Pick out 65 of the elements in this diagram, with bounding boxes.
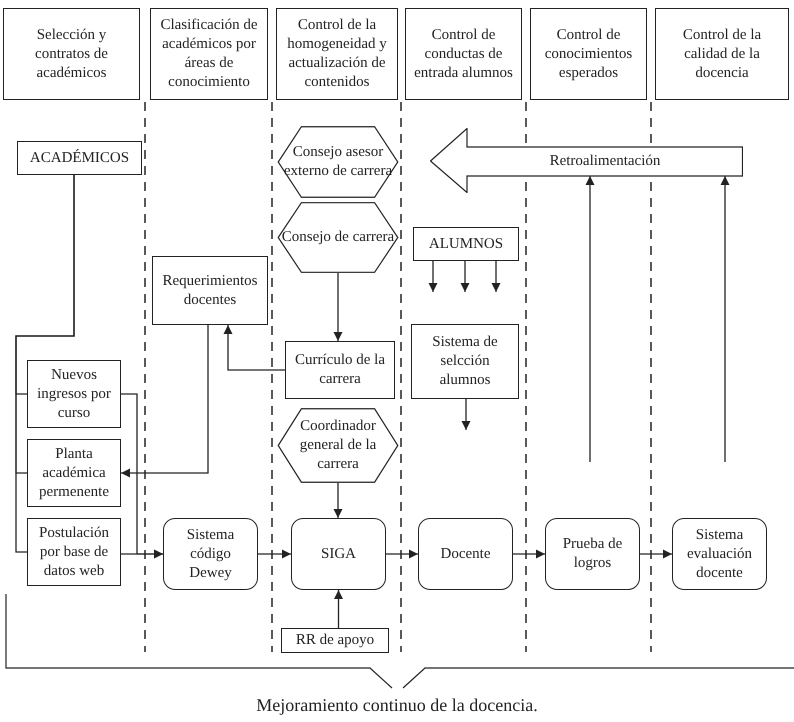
hexagon-box	[277, 126, 399, 198]
node-label: Docente	[440, 544, 490, 564]
node-label: Control de la homogeneidad y actualización de contenidos	[286, 16, 388, 92]
process-box	[27, 439, 121, 507]
node-label: Control de conocimientos esperados	[544, 26, 634, 82]
process-box	[655, 8, 789, 100]
node-label: Postulación por base de datos web	[38, 524, 110, 580]
process-box	[281, 628, 389, 653]
node-label: Currículo de la carrera	[294, 351, 386, 389]
arrow	[720, 176, 730, 462]
node-label: Retroalimentación	[550, 152, 660, 171]
arrow	[492, 261, 500, 292]
rounded-box	[291, 518, 386, 590]
arrow	[121, 550, 163, 558]
rounded-box	[163, 518, 258, 590]
node-label: ACADÉMICOS	[30, 148, 130, 168]
node-label: Clasificación de académicos por áreas de conocimiento	[159, 16, 259, 92]
arrow	[386, 550, 418, 558]
process-box	[405, 8, 522, 100]
process-box	[27, 518, 121, 586]
node-label: Planta académica permenente	[38, 444, 110, 502]
caption: Mejoramiento continuo de la docencia.	[255, 694, 539, 716]
hexagon-box	[277, 408, 399, 483]
node-label: ALUMNOS	[428, 234, 504, 254]
process-box	[285, 341, 395, 399]
node-label: Consejo de carrera	[282, 228, 394, 247]
node-label: Control de conductas de entrada alumnos	[413, 26, 514, 82]
process-box	[3, 8, 140, 100]
arrow	[121, 325, 209, 478]
node-label: RR de apoyo	[296, 631, 374, 650]
arrow	[428, 261, 438, 292]
node-label: Sistema de selcción alumnos	[431, 333, 499, 390]
hexagon-box	[277, 202, 399, 273]
arrow	[513, 550, 545, 558]
arrow	[640, 550, 672, 558]
arrow	[462, 399, 470, 430]
node-label: SIGA	[320, 544, 356, 564]
node-label: Consejo asesor externo de carrera	[282, 143, 394, 181]
rounded-box	[545, 518, 640, 590]
node-label: Prueba de logros	[562, 535, 624, 573]
node-label: Sistema evaluación docente	[686, 526, 753, 582]
node-label: Nuevos ingresos por curso	[36, 366, 112, 422]
process-box	[17, 141, 142, 175]
process-box	[152, 256, 268, 325]
arrow	[334, 590, 343, 628]
feedback-arrow	[430, 128, 743, 193]
node-label: Sistema código Dewey	[186, 526, 236, 582]
arrow	[334, 483, 342, 518]
node-label: Requerimientos docentes	[162, 272, 258, 310]
process-box	[411, 324, 519, 399]
process-box	[276, 8, 398, 100]
arrow	[586, 176, 594, 462]
rounded-box	[418, 518, 513, 590]
arrow	[460, 261, 470, 292]
node-label: Control de la calidad de la docencia	[682, 26, 762, 82]
arrow	[334, 273, 342, 341]
process-box	[150, 8, 268, 100]
node-label: Selección y contratos de académicos	[34, 26, 109, 82]
process-box	[413, 227, 519, 261]
process-box	[530, 8, 647, 100]
arrow	[258, 550, 291, 558]
arrow	[224, 325, 285, 371]
process-box	[27, 360, 121, 428]
node-label: Coordinador general de la carrera	[298, 417, 378, 474]
rounded-box	[672, 518, 767, 590]
